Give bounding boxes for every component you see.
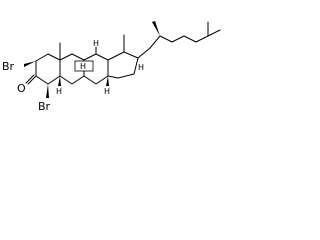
- ring-a: [35, 53, 61, 85]
- h-atom-label-8: H: [93, 39, 99, 48]
- carbonyl-double-bond: [25, 74, 37, 85]
- br-atom-label-4: Br: [38, 100, 51, 113]
- oxygen-atom-label: O: [17, 82, 26, 95]
- wedge-bond-c5-h: [58, 76, 61, 86]
- wedge-bond-c2-br: [24, 61, 36, 67]
- wedge-bond-c14-h: [106, 76, 109, 86]
- br-atom-label-2: Br: [2, 60, 15, 73]
- h-label-box-9: [74, 60, 94, 72]
- wedge-bond-c20-methyl: [152, 21, 160, 36]
- ring-d: [107, 51, 139, 79]
- h-atom-label-5: H: [56, 87, 62, 96]
- wedge-bond-c4-br: [46, 84, 49, 98]
- side-chain: [137, 21, 221, 59]
- angular-methyls: [59, 34, 125, 61]
- structural-formula: Br O Br H H H H H: [2, 21, 221, 113]
- h-atom-label-9: H: [80, 62, 86, 71]
- h-atom-label-14: H: [104, 87, 110, 96]
- h-atom-label-17: H: [138, 63, 144, 72]
- ring-c: [83, 53, 109, 85]
